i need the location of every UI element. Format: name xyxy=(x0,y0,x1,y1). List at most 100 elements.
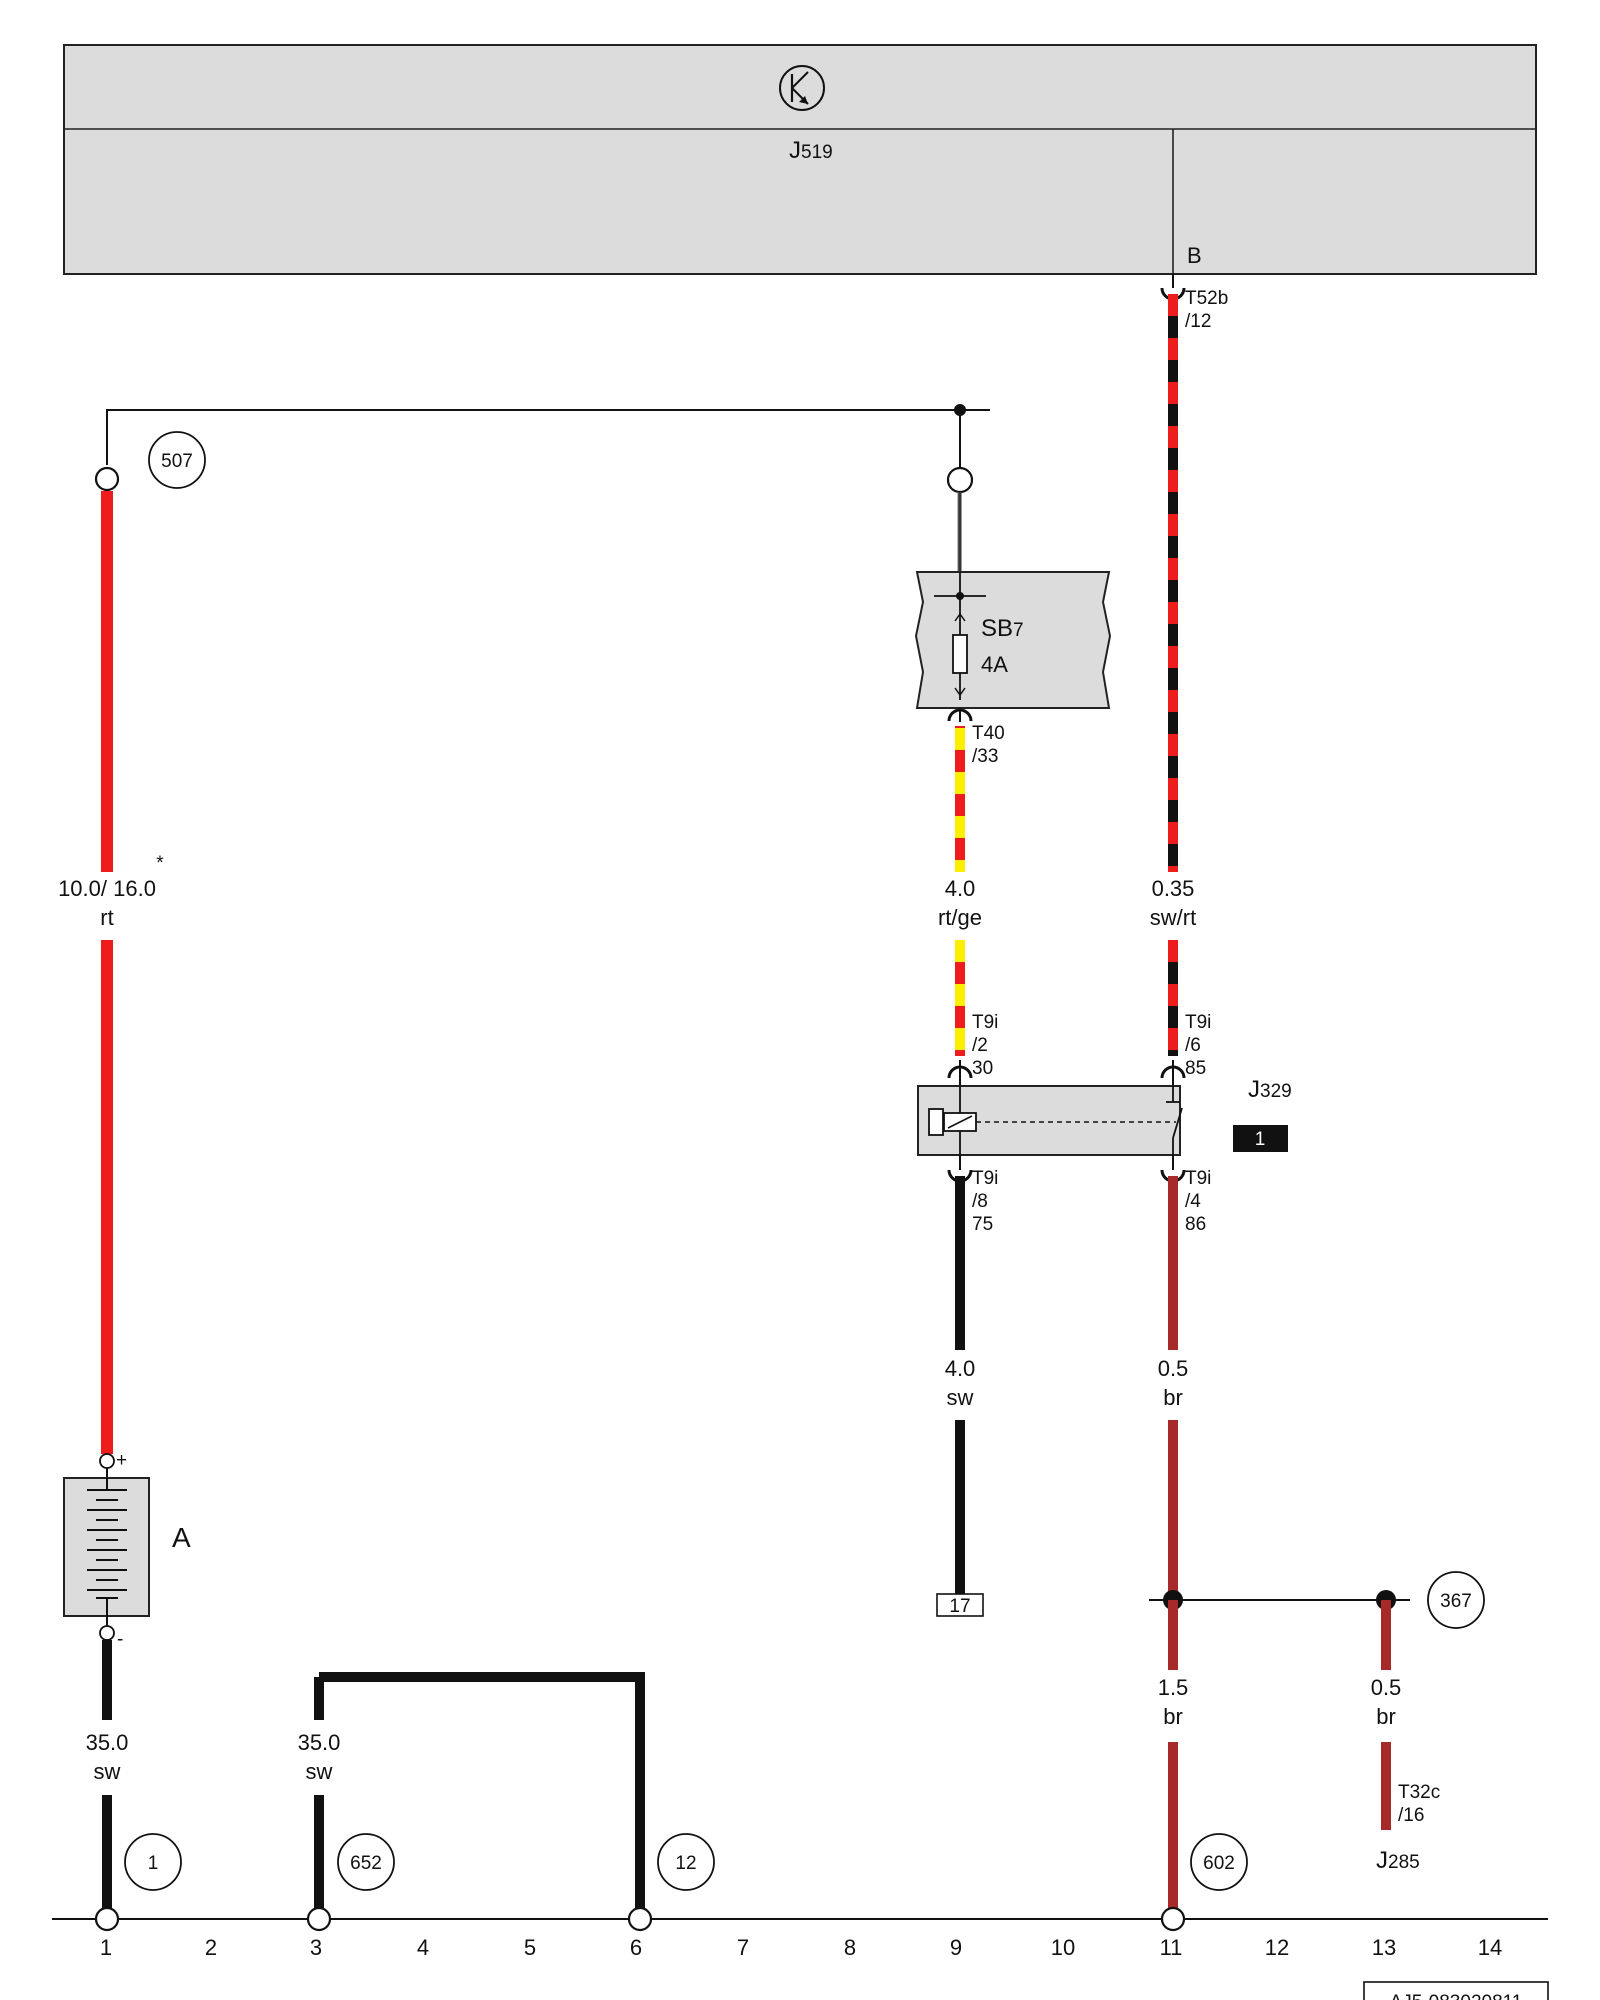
fuse-sb7: SB7 4A xyxy=(914,466,1112,709)
ruler-label: 9 xyxy=(950,1935,962,1960)
wire-color-to-j285: br xyxy=(1376,1704,1396,1729)
wire-size-relay-86: 0.5 xyxy=(1158,1356,1189,1381)
transistor-symbol-icon xyxy=(779,65,825,111)
connector-t52b: T52b /12 xyxy=(1160,274,1228,332)
svg-text:/33: /33 xyxy=(972,746,998,767)
ruler-label: 6 xyxy=(630,1935,642,1960)
relay-coil-icon xyxy=(928,1086,977,1155)
wire-color-relay-86: br xyxy=(1163,1385,1183,1410)
j519-label: J519 xyxy=(789,137,833,164)
svg-text:86: 86 xyxy=(1185,1214,1206,1235)
wire-size-to-602: 1.5 xyxy=(1158,1675,1189,1700)
svg-text:T9i: T9i xyxy=(972,1168,998,1189)
fuse-rating: 4A xyxy=(981,652,1008,677)
control-unit-j519: J519 B xyxy=(63,44,1537,275)
ref-367: 367 xyxy=(1427,1571,1485,1629)
wire-battery-minus: 35.0 sw xyxy=(86,1640,128,1908)
ruler-label: 8 xyxy=(844,1935,856,1960)
wire-color-relay-75: sw xyxy=(947,1385,974,1410)
wire-to-602: 1.5 br xyxy=(1158,1600,1189,1908)
wire-size-relay-75: 4.0 xyxy=(945,1356,976,1381)
fuse-label: SB7 xyxy=(981,615,1024,642)
ruler-label: 3 xyxy=(310,1935,322,1960)
j519-pin-b: B xyxy=(1187,243,1202,268)
wire-relay-86: 0.5 br xyxy=(1158,1176,1189,1600)
ruler-label: 12 xyxy=(1265,1935,1289,1960)
ruler-label: 2 xyxy=(205,1935,217,1960)
wire-size-j519-out: 0.35 xyxy=(1152,876,1195,901)
battery-a: + - A xyxy=(63,1450,191,1650)
battery-plus-sign: + xyxy=(116,1450,127,1471)
battery-cells-icon xyxy=(87,1489,127,1599)
ruler-label: 14 xyxy=(1478,1935,1502,1960)
ruler-label: 4 xyxy=(417,1935,429,1960)
wire-size-to-j285: 0.5 xyxy=(1371,1675,1402,1700)
column-ruler: 1 2 3 4 5 6 7 8 9 10 11 12 13 14 xyxy=(100,1935,1502,1960)
ruler-label: 11 xyxy=(1160,1935,1183,1960)
wire-color-battery-plus: rt xyxy=(100,905,113,930)
ruler-label: 13 xyxy=(1372,1935,1396,1960)
relay-tag: 1 xyxy=(1255,1129,1266,1150)
wire-to-j285: 0.5 br T32c /16 J285 xyxy=(1371,1600,1440,1874)
svg-text:AJ5-083020811: AJ5-083020811 xyxy=(1390,1992,1523,2000)
wire-color-ground-strap: sw xyxy=(306,1759,333,1784)
wire-color-j519-out: sw/rt xyxy=(1150,905,1196,930)
svg-text:85: 85 xyxy=(1185,1058,1206,1079)
battery-minus-sign: - xyxy=(117,1629,123,1650)
svg-text:/8: /8 xyxy=(972,1191,988,1212)
svg-text:367: 367 xyxy=(1440,1591,1472,1612)
bus-wire xyxy=(106,404,990,468)
relay-label: J329 xyxy=(1248,1076,1292,1103)
wire-ground-strap: 35.0 sw xyxy=(298,1672,645,1908)
svg-text:602: 602 xyxy=(1203,1853,1235,1874)
ruler-label: 5 xyxy=(524,1935,536,1960)
svg-text:/12: /12 xyxy=(1185,311,1211,332)
connector-t9i-pin6: T9i /6 85 xyxy=(1160,1012,1211,1086)
wire-size-fuse-out: 4.0 xyxy=(945,876,976,901)
wire-relay-75: 4.0 sw 17 xyxy=(936,1176,984,1617)
j285-label: J285 xyxy=(1376,1847,1420,1874)
wire-color-battery-minus: sw xyxy=(94,1759,121,1784)
svg-text:30: 30 xyxy=(972,1058,993,1079)
relay-switch-icon xyxy=(1166,1086,1183,1155)
svg-text:T9i: T9i xyxy=(1185,1012,1211,1033)
svg-text:T40: T40 xyxy=(972,723,1005,744)
relay-j329: J329 1 xyxy=(917,1076,1292,1156)
svg-text:/6: /6 xyxy=(1185,1035,1201,1056)
svg-text:75: 75 xyxy=(972,1214,993,1235)
battery-label: A xyxy=(172,1522,191,1553)
connector-t32c-pin: /16 xyxy=(1398,1805,1424,1826)
svg-text:507: 507 xyxy=(161,451,193,472)
ruler-label: 7 xyxy=(737,1935,749,1960)
document-id: AJ5-083020811 xyxy=(1363,1981,1549,2000)
ruler-label: 10 xyxy=(1051,1935,1075,1960)
ref-652: 652 xyxy=(337,1833,395,1891)
ref-box-17 xyxy=(936,1593,984,1617)
ground-rail xyxy=(52,1906,1548,1932)
wire-size-ground-strap: 35.0 xyxy=(298,1730,341,1755)
connector-t40: T40 /33 xyxy=(947,708,1005,767)
wire-color-fuse-out: rt/ge xyxy=(938,905,982,930)
wire-size-battery-plus: 10.0/ 16.0 xyxy=(58,876,156,901)
wire-note-asterisk: * xyxy=(156,853,164,874)
ref-507: 507 xyxy=(148,431,206,489)
svg-text:T52b: T52b xyxy=(1185,288,1228,309)
svg-text:12: 12 xyxy=(675,1853,696,1874)
connector-t32c: T32c xyxy=(1398,1782,1440,1803)
svg-text:1: 1 xyxy=(148,1853,159,1874)
ruler-label: 1 xyxy=(100,1935,112,1960)
ref-1: 1 xyxy=(124,1833,182,1891)
svg-text:652: 652 xyxy=(350,1853,382,1874)
ref-602: 602 xyxy=(1190,1833,1248,1891)
svg-text:17: 17 xyxy=(949,1596,970,1617)
ref-12: 12 xyxy=(657,1833,715,1891)
connector-t9i-pin2: T9i /2 30 xyxy=(947,1012,998,1086)
wire-j519-out: 0.35 sw/rt xyxy=(1150,294,1196,1056)
wire-color-to-602: br xyxy=(1163,1704,1183,1729)
svg-text:/4: /4 xyxy=(1185,1191,1201,1212)
wire-fuse-out: 4.0 rt/ge xyxy=(938,726,982,1056)
wire-battery-plus: 10.0/ 16.0 rt * xyxy=(58,466,164,1461)
svg-text:T9i: T9i xyxy=(972,1012,998,1033)
relay-tag-badge xyxy=(1233,1125,1288,1152)
